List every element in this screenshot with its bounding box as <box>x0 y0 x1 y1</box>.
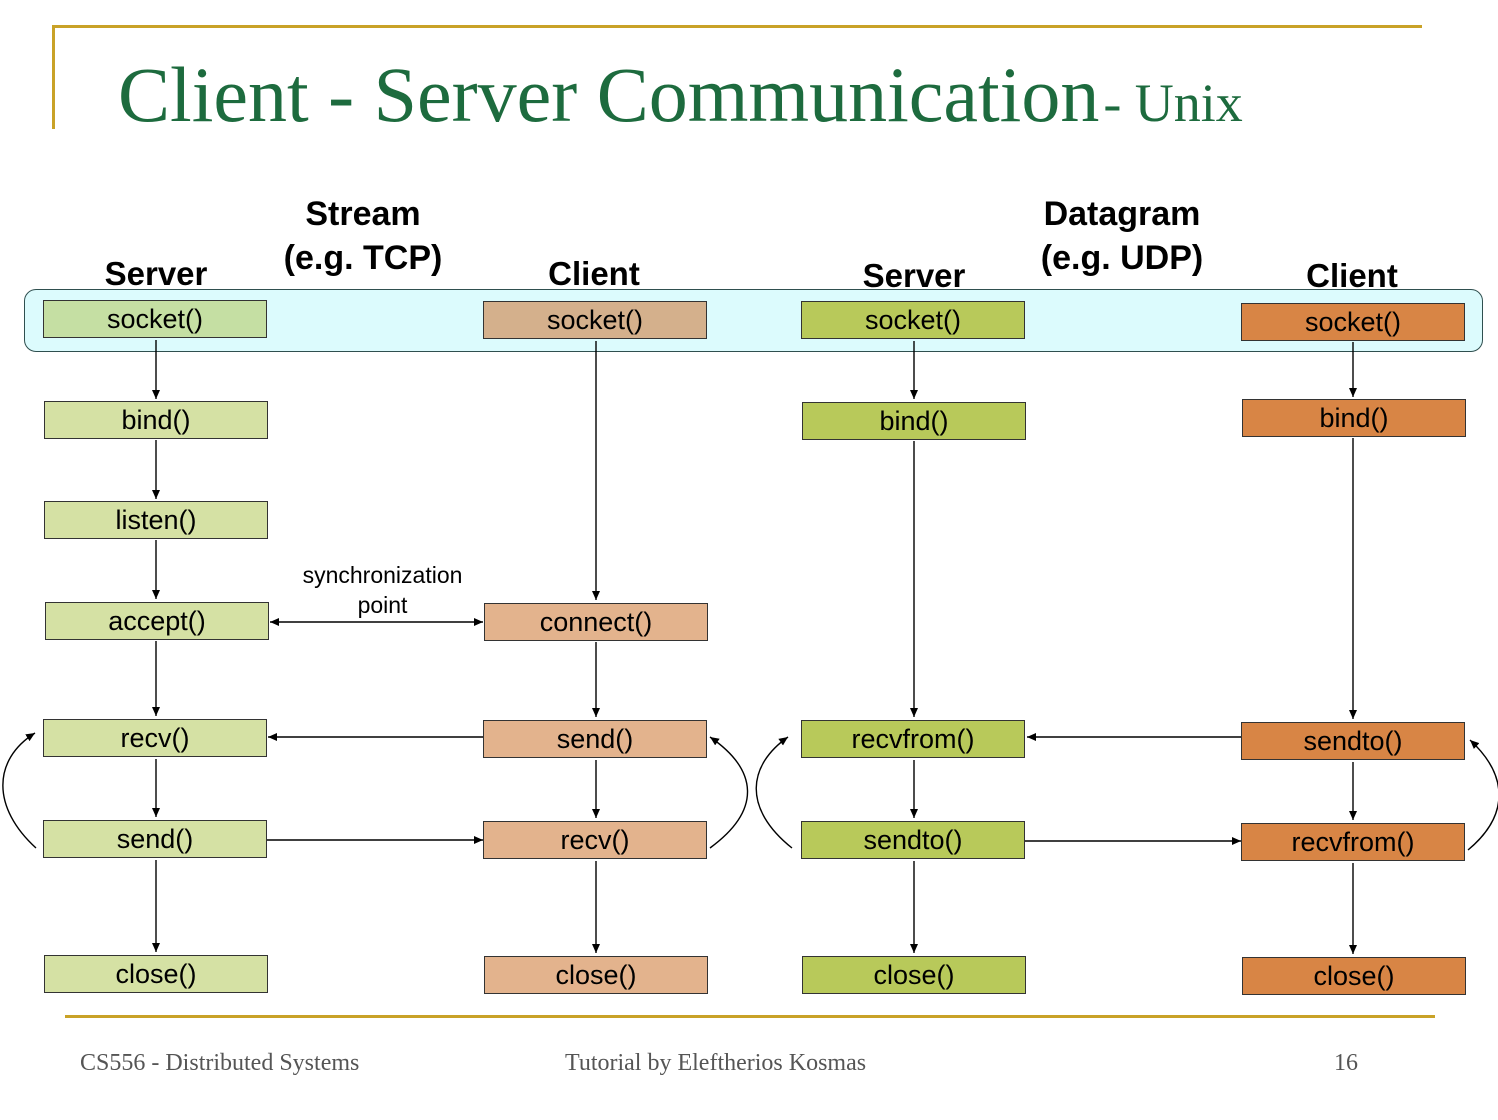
footer-course: CS556 - Distributed Systems <box>80 1050 360 1076</box>
loop-arrow-dgram-client <box>1467 739 1498 851</box>
datagram-header-line2: (e.g. UDP) <box>1040 239 1204 278</box>
dgram-server-recvfrom-box: recvfrom() <box>801 720 1025 758</box>
dgram-client-close-box: close() <box>1242 957 1466 995</box>
dgram-client-sendto-box: sendto() <box>1241 722 1465 760</box>
stream-header: Stream (e.g. TCP) <box>268 192 458 280</box>
title-left-rule <box>52 25 55 129</box>
stream-client-close-box: close() <box>484 956 708 994</box>
stream-header-line1: Stream <box>305 195 421 233</box>
slide-title-suffix: - Unix <box>1103 73 1243 133</box>
slide-title: Client - Server Communication - Unix <box>118 50 1243 140</box>
sync-point-label-line1: synchronization <box>302 562 463 588</box>
stream-server-send-box: send() <box>43 820 267 858</box>
stream-client-send-box: send() <box>483 720 707 758</box>
stream-server-socket-box: socket() <box>43 300 267 338</box>
stream-server-close-box: close() <box>44 955 268 993</box>
footer-rule <box>65 1015 1435 1018</box>
lane-label-dgram-client: Client <box>1306 257 1398 294</box>
slide-title-main: Client - Server Communication <box>118 51 1100 138</box>
stream-server-recv-box: recv() <box>43 719 267 757</box>
dgram-client-recvfrom-box: recvfrom() <box>1241 823 1465 861</box>
lane-label-stream-server: Server <box>104 255 208 292</box>
dgram-server-socket-box: socket() <box>801 301 1025 339</box>
dgram-server-close-box: close() <box>802 956 1026 994</box>
stream-client-socket-box: socket() <box>483 301 707 339</box>
lane-label-dgram-server: Server <box>862 257 966 294</box>
datagram-header: Datagram (e.g. UDP) <box>1022 192 1222 280</box>
footer-author: Tutorial by Eleftherios Kosmas <box>565 1050 867 1076</box>
sync-point-label-line2: point <box>357 592 408 618</box>
stream-header-line2: (e.g. TCP) <box>283 239 443 278</box>
title-top-rule <box>52 25 1422 28</box>
dgram-server-bind-box: bind() <box>802 402 1026 440</box>
stream-server-bind-box: bind() <box>44 401 268 439</box>
dgram-client-bind-box: bind() <box>1242 399 1466 437</box>
loop-arrow-stream-server <box>2 732 37 849</box>
socket-highlight-band <box>24 289 1483 352</box>
footer-page-number: 16 <box>1334 1050 1358 1076</box>
datagram-header-line1: Datagram <box>1043 195 1201 233</box>
dgram-client-socket-box: socket() <box>1241 303 1465 341</box>
loop-arrow-dgram-server <box>755 736 793 849</box>
stream-client-connect-box: connect() <box>484 603 708 641</box>
lane-label-stream-client: Client <box>548 255 640 292</box>
dgram-server-sendto-box: sendto() <box>801 821 1025 859</box>
stream-server-listen-box: listen() <box>44 501 268 539</box>
stream-client-recv-box: recv() <box>483 821 707 859</box>
loop-arrow-stream-client <box>709 736 749 849</box>
stream-server-accept-box: accept() <box>45 602 269 640</box>
sync-point-label: synchronization point <box>290 560 475 620</box>
